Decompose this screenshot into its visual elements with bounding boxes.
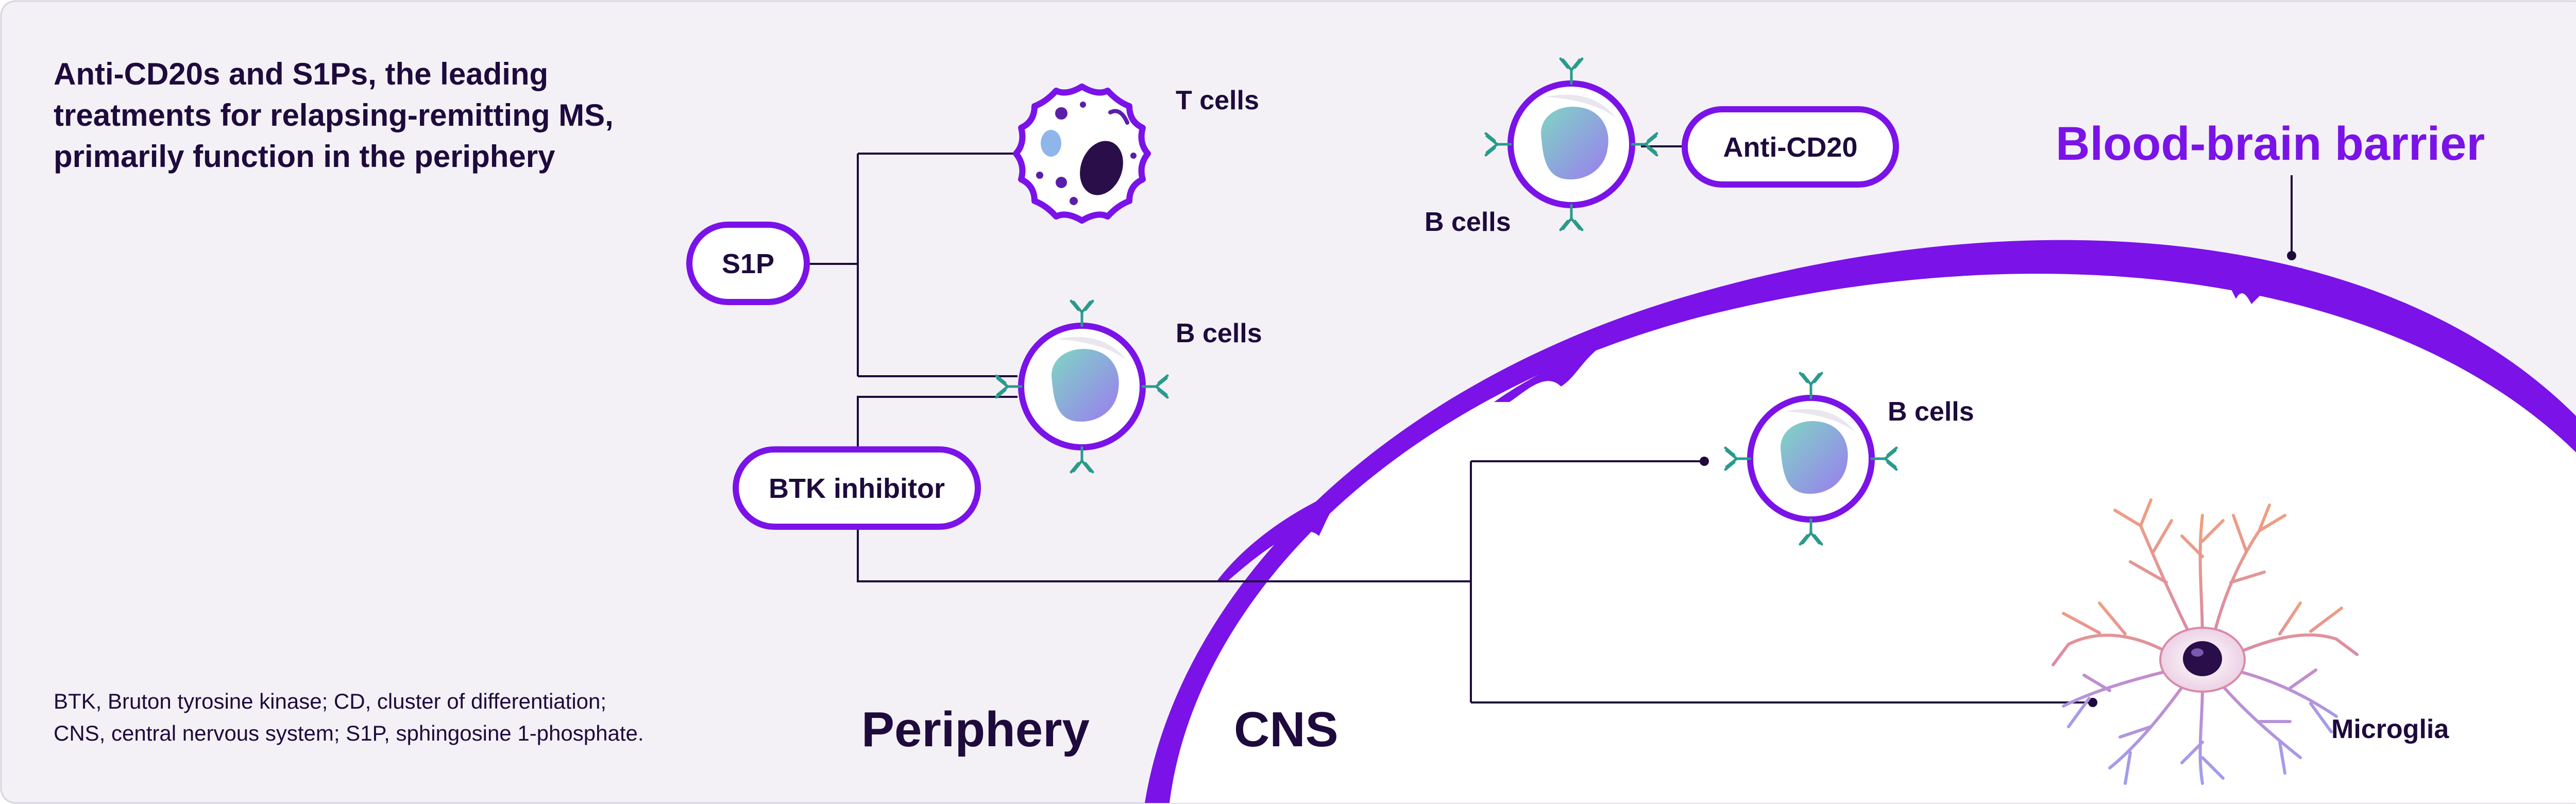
- connector-dot-microglia: [2088, 698, 2097, 707]
- label-periphery: Periphery: [861, 702, 1090, 757]
- microglia-icon: [2052, 498, 2359, 785]
- footnote: BTK, Bruton tyrosine kinase; CD, cluster…: [54, 685, 775, 749]
- label-microglia: Microglia: [2331, 714, 2449, 744]
- t-cell-icon: [1013, 83, 1151, 224]
- label-blood-brain-barrier: Blood-brain barrier: [2056, 118, 2485, 170]
- barrier-pointer-dot: [2287, 251, 2296, 260]
- pill-btk-inhibitor[interactable]: BTK inhibitor: [733, 446, 981, 530]
- pill-s1p-label: S1P: [722, 248, 774, 279]
- connector-dot-cns-bcell: [1700, 457, 1709, 466]
- pill-btk-label: BTK inhibitor: [769, 473, 945, 504]
- label-b-cells-periphery: B cells: [1176, 319, 1262, 348]
- barrier-fold-1: [1216, 482, 1360, 582]
- label-t-cells: T cells: [1176, 86, 1259, 115]
- footnote-line-1: BTK, Bruton tyrosine kinase; CD, cluster…: [54, 689, 607, 713]
- barrier-fold-3: [2226, 268, 2303, 304]
- label-b-cells-top: B cells: [1425, 207, 1511, 237]
- footnote-line-2: CNS, central nervous system; S1P, sphing…: [54, 721, 644, 745]
- blood-brain-barrier: [1145, 240, 2576, 803]
- barrier-fold-2: [1494, 345, 1602, 402]
- pill-anti-cd20-label: Anti-CD20: [1723, 132, 1857, 163]
- label-cns: CNS: [1234, 702, 1338, 757]
- pill-anti-cd20[interactable]: Anti-CD20: [1682, 106, 1899, 188]
- pill-s1p[interactable]: S1P: [686, 222, 810, 305]
- page-title: Anti-CD20s and S1Ps, the leading treatme…: [54, 57, 614, 174]
- connector-lines: [808, 145, 2293, 703]
- label-b-cells-cns: B cells: [1888, 397, 1974, 427]
